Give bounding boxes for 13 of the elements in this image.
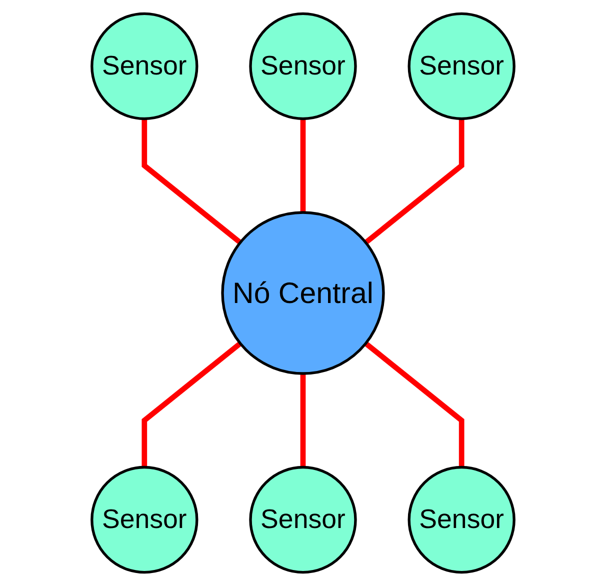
node-circle: Sensor xyxy=(248,466,356,574)
node-circle: Sensor xyxy=(407,12,515,120)
connector xyxy=(300,374,306,468)
connector xyxy=(364,118,464,245)
connector xyxy=(141,341,242,468)
node-circle: Sensor xyxy=(90,12,198,120)
node-circle: Nó Central xyxy=(220,211,384,375)
node-circle: Sensor xyxy=(90,466,198,574)
connector xyxy=(364,341,464,468)
node-circle: Sensor xyxy=(248,12,356,120)
node-circle: Sensor xyxy=(407,466,515,574)
connector xyxy=(141,118,242,245)
connector xyxy=(300,118,306,212)
